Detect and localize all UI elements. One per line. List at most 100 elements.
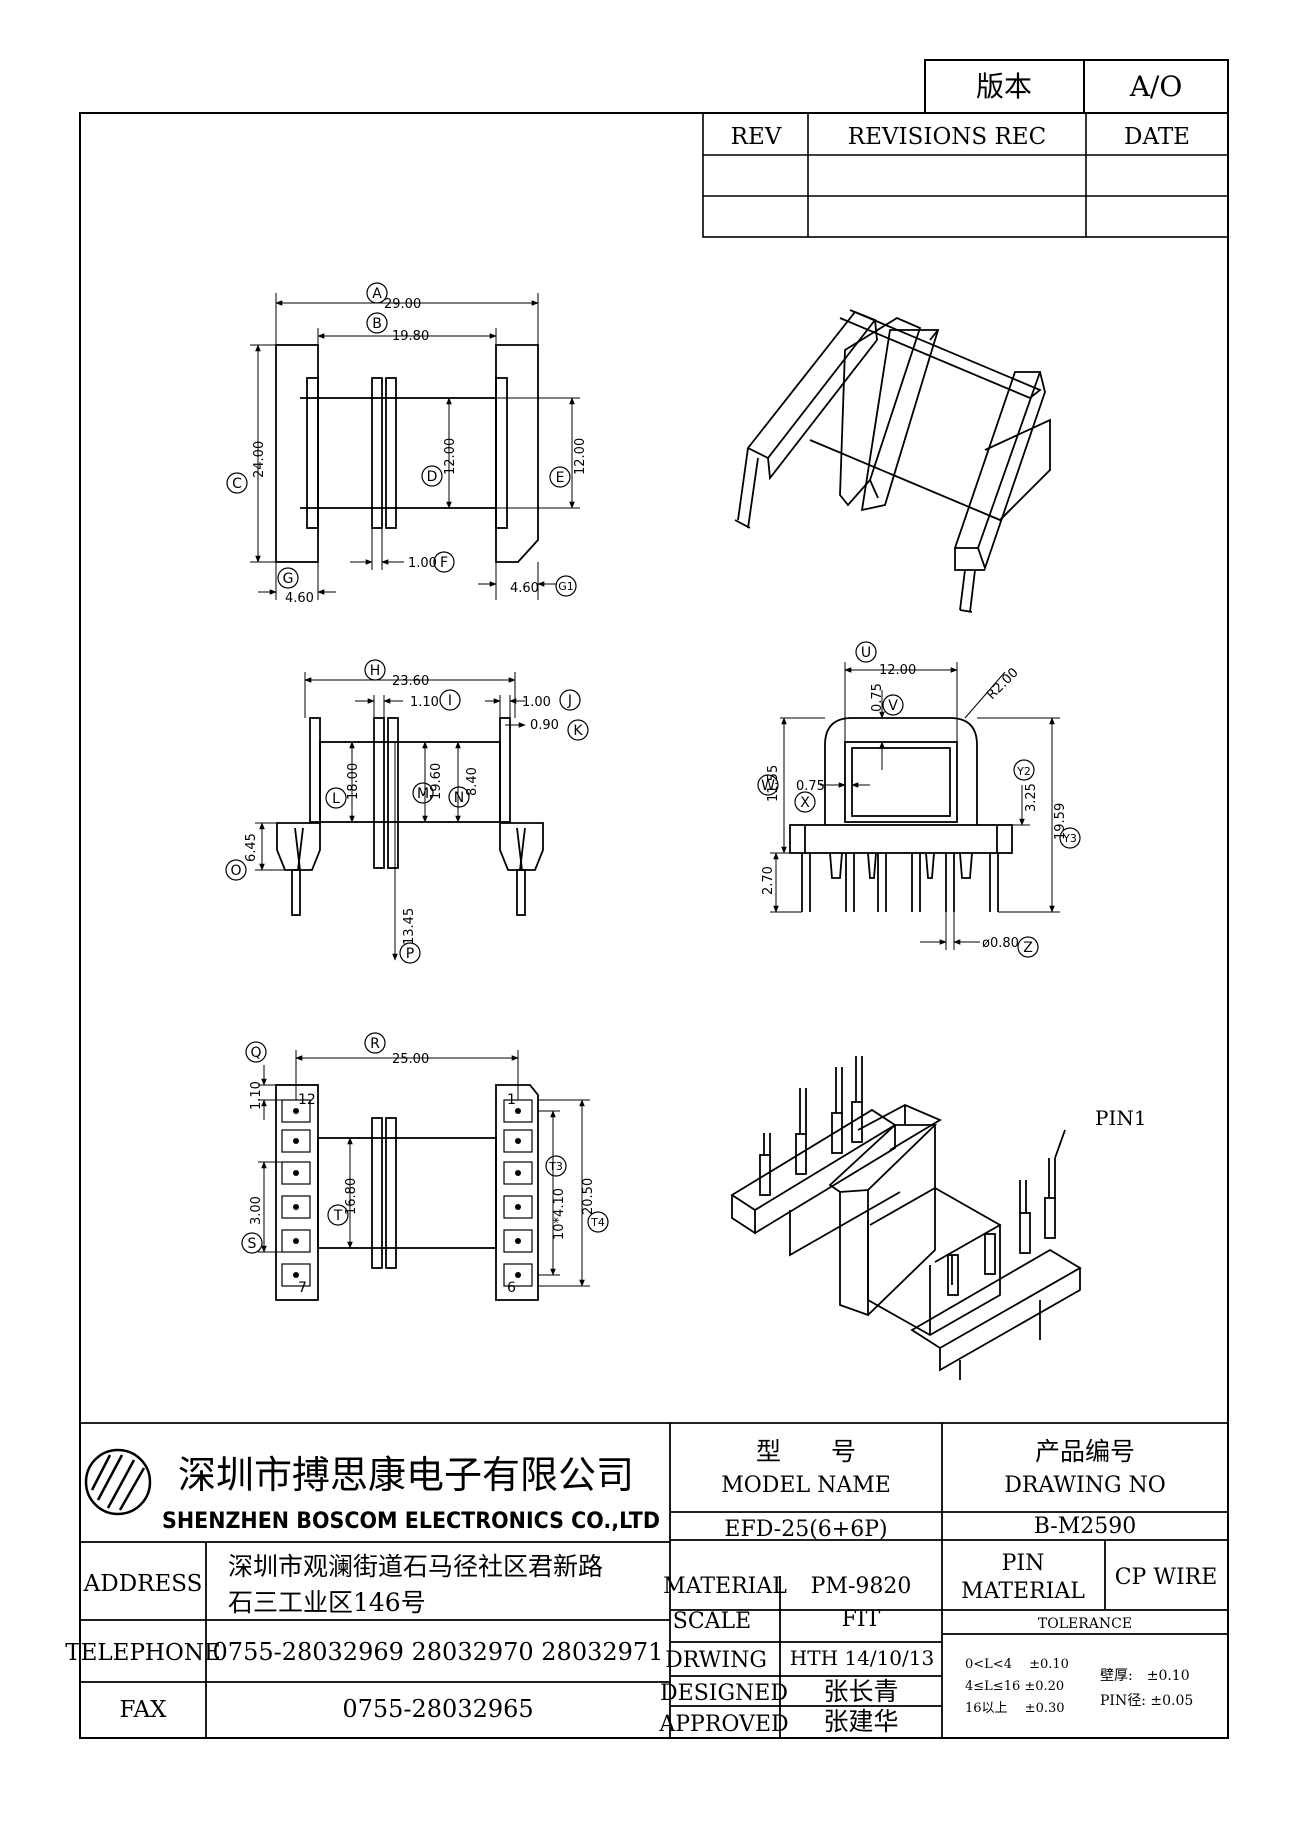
isometric-view-top [734,309,1051,613]
pin-material-label-2: MATERIAL [961,1579,1085,1604]
pin-material-value: CP WIRE [1115,1565,1218,1590]
dim-y2-value: 3.25 [1024,783,1039,812]
dim-r2-value: R2.00 [984,665,1021,702]
bottom-view-dims [258,1050,590,1287]
balloon-j: J [567,693,572,709]
revision-table [702,112,1229,238]
drawing-no-value: B-M2590 [1034,1514,1137,1539]
balloon-d: D [427,469,438,485]
dim-m-value: 19.60 [429,763,444,800]
dim-b-value: 19.80 [392,329,429,344]
tolerance-row-2: 4≤L≤16 ±0.20 [965,1679,1064,1694]
bottom-view-balloons [241,1032,609,1254]
pin-number-12: 12 [298,1092,316,1108]
side-view-balloons [757,641,1081,958]
dim-f-value: 1.00 [408,556,437,571]
drawing-border [79,112,1229,1739]
version-label: 版本 [976,70,1032,103]
pin-material-label-1: PIN [1002,1551,1045,1576]
pin-number-6: 6 [507,1280,516,1296]
dim-a-value: 29.00 [384,297,421,312]
balloon-c: C [232,476,242,492]
balloon-q: Q [250,1045,261,1061]
dim-o-value: 6.45 [244,833,259,862]
isometric-view-bottom [730,1056,1082,1380]
dim-j-value: 1.00 [522,695,551,710]
approved-label: APPROVED [658,1712,788,1737]
dim-c-value: 24.00 [252,441,267,478]
scale-value: FIT [842,1607,881,1632]
address-line-2: 石三工业区146号 [228,1588,426,1617]
balloon-v: V [888,698,898,714]
dim-y3-value: 19.59 [1053,803,1068,840]
drawing-no-cn: 产品编号 [1035,1437,1135,1466]
dim-h-value: 23.60 [392,674,429,689]
balloon-a: A [372,286,382,302]
pin-number-1: 1 [507,1092,516,1108]
dim-pin-height-value: 2.70 [761,866,776,895]
top-view [275,344,539,563]
top-view-balloons [226,282,577,597]
balloon-h: H [370,663,381,679]
balloon-t3: T3 [548,1160,563,1173]
balloon-b: B [372,316,382,332]
balloon-u: U [861,645,871,661]
balloon-k: K [573,723,583,739]
dim-e-value: 12.00 [573,438,588,475]
dim-d-value: 12.00 [443,438,458,475]
balloon-z: Z [1023,940,1033,956]
bottom-view-pin-holes [293,1108,521,1278]
dim-r-value: 25.00 [392,1052,429,1067]
balloon-n: N [454,790,464,806]
material-label: MATERIAL [663,1574,787,1599]
bottom-view [275,1084,539,1301]
balloon-f: F [440,555,448,571]
dim-p-value: 13.45 [402,908,417,945]
dim-t3-value: 10*4.10 [552,1188,567,1240]
tolerance-label: TOLERANCE [1038,1616,1132,1632]
company-logo-icon [84,1448,152,1516]
version-block [924,59,1229,114]
designed-value: 张长青 [823,1677,898,1706]
balloon-x: X [800,795,810,811]
dim-i-value: 1.10 [410,695,439,710]
dim-z-value: ø0.80 [982,936,1019,951]
model-name-en: MODEL NAME [721,1473,891,1498]
model-value: EFD-25(6+6P) [724,1517,887,1542]
balloon-y2: Y2 [1016,765,1031,778]
designed-label: DESIGNED [660,1681,788,1706]
front-view-balloons [225,659,589,964]
wall-thickness-tolerance: 壁厚: ±0.10 [1100,1668,1190,1684]
company-name-en: SHENZHEN BOSCOM ELECTRONICS CO.,LTD [162,1509,660,1534]
dim-t4-value: 20.50 [581,1178,596,1215]
top-view-dims [250,293,580,600]
scale-label: SCALE [673,1609,751,1634]
rev-header: REV [731,124,782,150]
tolerance-row-3: 16以上 ±0.30 [965,1701,1065,1716]
balloon-l: L [332,791,340,807]
balloon-r: R [370,1036,380,1052]
balloon-p: P [406,946,414,962]
dim-q-value: 1.10 [249,1081,264,1110]
dim-g1-value: 4.60 [510,581,539,596]
dim-k-value: 0.90 [530,718,559,733]
title-block-grid [80,1422,1228,1738]
balloon-g1: G1 [558,580,574,593]
pin-diameter-tolerance: PIN径: ±0.05 [1100,1693,1193,1709]
dim-t-value: 16.80 [344,1178,359,1215]
telephone-label: TELEPHONE [65,1640,221,1666]
dim-l-value: 18.00 [346,763,361,800]
address-line-1: 深圳市观澜街道石马径社区君新路 [228,1552,603,1581]
balloon-e: E [556,470,565,486]
balloon-y3: Y3 [1062,832,1077,845]
balloon-g: G [283,571,294,587]
fax-label: FAX [120,1697,168,1723]
balloon-m: M [417,786,429,802]
dim-n-value: 8.40 [465,767,480,796]
dim-g-value: 4.60 [285,591,314,606]
revisions-rec-header: REVISIONS REC [848,124,1046,150]
balloon-t4: T4 [590,1216,605,1229]
dim-v-value: 0.75 [870,683,885,712]
company-name-cn: 深圳市搏思康电子有限公司 [178,1453,634,1497]
